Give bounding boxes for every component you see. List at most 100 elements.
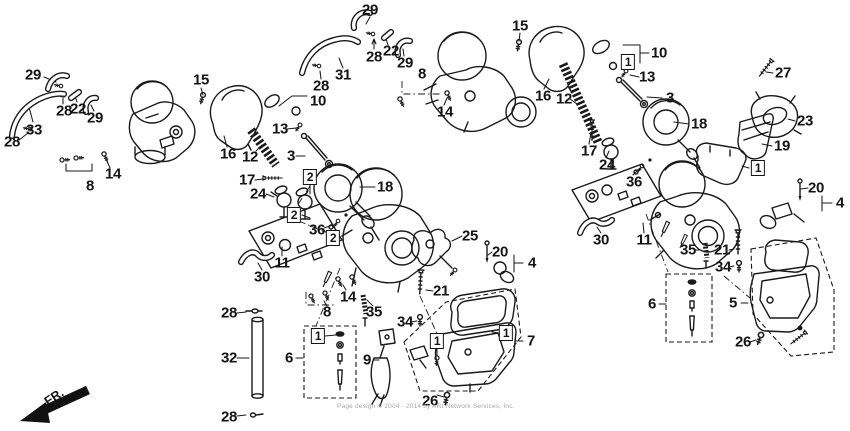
carburetor-body-2 — [423, 31, 537, 133]
vent-hose-29-tc — [350, 9, 374, 32]
part-callout: 14 — [340, 288, 356, 306]
part-callout: 16 — [220, 145, 236, 163]
spring-set-35-center — [360, 294, 369, 327]
boxed-part-callout: 2 — [286, 207, 302, 223]
part-callout: 15 — [193, 71, 209, 89]
float-9 — [370, 328, 396, 407]
part-callout: 6 — [648, 295, 656, 313]
part-callout: 29 — [362, 1, 378, 19]
part-callout: 28 — [56, 102, 72, 120]
part-callout: 34 — [397, 313, 413, 331]
boxed-part-callout: 1 — [429, 333, 445, 349]
float-chamber-set-5 — [749, 237, 835, 357]
boxed-part-callout: 1 — [750, 160, 766, 176]
part-callout: 11 — [274, 254, 290, 272]
vent-hose-31 — [298, 35, 362, 77]
vacuum-chamber-cover-1 — [209, 85, 263, 151]
part-callout: 14 — [437, 103, 453, 121]
jet-kit-6-right — [665, 273, 713, 343]
part-callout: 17 — [581, 142, 597, 160]
part-callout: 7 — [527, 332, 535, 350]
part-callout: 22 — [70, 100, 86, 118]
jet-kit-6-center — [303, 325, 357, 399]
joint-22-left — [67, 88, 83, 102]
part-callout: 31 — [335, 66, 351, 84]
part-callout: 27 — [775, 64, 791, 82]
part-callout: 18 — [377, 178, 393, 196]
set-parts-36-left — [328, 213, 348, 230]
part-callout: 5 — [729, 294, 737, 312]
leader-lines-center — [236, 235, 524, 417]
float-chamber-set-7 — [403, 288, 522, 393]
spring-set-35-right — [702, 242, 710, 269]
cap-10-left — [264, 94, 301, 116]
part-callout: 4 — [528, 254, 536, 272]
part-callout: 28 — [4, 133, 20, 151]
vent-hose-29-tc2 — [394, 37, 414, 59]
part-callout: 24 — [250, 185, 266, 203]
part-callout: 20 — [492, 243, 508, 261]
boxed-part-callout: 2 — [302, 169, 318, 185]
jet-needle-3-right — [615, 76, 649, 109]
part-callout: 16 — [535, 87, 551, 105]
part-callout: 22 — [383, 42, 399, 60]
part-callout: 11 — [636, 231, 652, 249]
part-callout: 29 — [397, 54, 413, 72]
part-callout: 20 — [808, 179, 824, 197]
part-callout: 35 — [366, 303, 382, 321]
part-callout: 21 — [433, 282, 449, 300]
part-callout: 9 — [363, 351, 371, 369]
part-callout: 35 — [680, 241, 696, 259]
part-callout: 24 — [599, 156, 615, 174]
part-callout: 3 — [287, 147, 295, 165]
part-callout: 28 — [221, 304, 237, 322]
diaphragm-piston-18-right — [642, 98, 701, 169]
part-callout: 33 — [26, 121, 42, 139]
part-callout: 12 — [242, 148, 258, 166]
part-callout: 25 — [462, 227, 478, 245]
part-callout: 19 — [774, 137, 790, 155]
part-callout: 21 — [714, 241, 730, 259]
carburetor-body-4 — [649, 160, 741, 270]
part-callout: 29 — [25, 66, 41, 84]
assembly-axis-lines — [296, 185, 751, 337]
air-cut-diaphragm-19 — [737, 113, 774, 160]
part-callout: 10 — [310, 92, 326, 110]
part-callout: 34 — [715, 258, 731, 276]
part-callout: 3 — [666, 89, 674, 107]
part-callout: 10 — [651, 44, 667, 62]
vent-hose-29-tl — [44, 72, 71, 93]
part-callout: 15 — [512, 17, 528, 35]
part-callout: 4 — [836, 194, 844, 212]
set-parts-36-right — [633, 158, 652, 175]
part-callout: 17 — [239, 171, 255, 189]
part-callout: 8 — [323, 303, 331, 321]
boxed-part-callout: 2 — [325, 230, 341, 246]
joint-22-tc — [380, 28, 395, 42]
float-valve-20-right — [759, 178, 805, 230]
part-callout: 28 — [313, 77, 329, 95]
part-callout: 29 — [87, 109, 103, 127]
part-callout: 13 — [272, 120, 288, 138]
float-valve-seat-7 — [409, 345, 429, 369]
part-callout: 36 — [309, 221, 325, 239]
compression-spring-1 — [247, 127, 280, 168]
part-callout: 26 — [735, 333, 751, 351]
bracket-8-tc — [401, 81, 441, 95]
leader-lines-top-center — [257, 16, 578, 271]
part-callout: 8 — [418, 65, 426, 83]
part-callout: 6 — [285, 349, 293, 367]
bracket-8-center — [305, 292, 334, 306]
part-callout: 26 — [422, 392, 438, 410]
part-callout: 30 — [593, 231, 609, 249]
part-callout: 13 — [639, 68, 655, 86]
part-callout: 32 — [221, 349, 237, 367]
bowl-gasket-right-of-carb4 — [695, 142, 747, 186]
drain-hose-30-right — [576, 216, 616, 237]
part-callout: 28 — [221, 408, 237, 426]
watermark-text: Page design © 2004 - 2014 by ARI Network… — [337, 403, 515, 410]
part-callout: 8 — [86, 177, 94, 195]
